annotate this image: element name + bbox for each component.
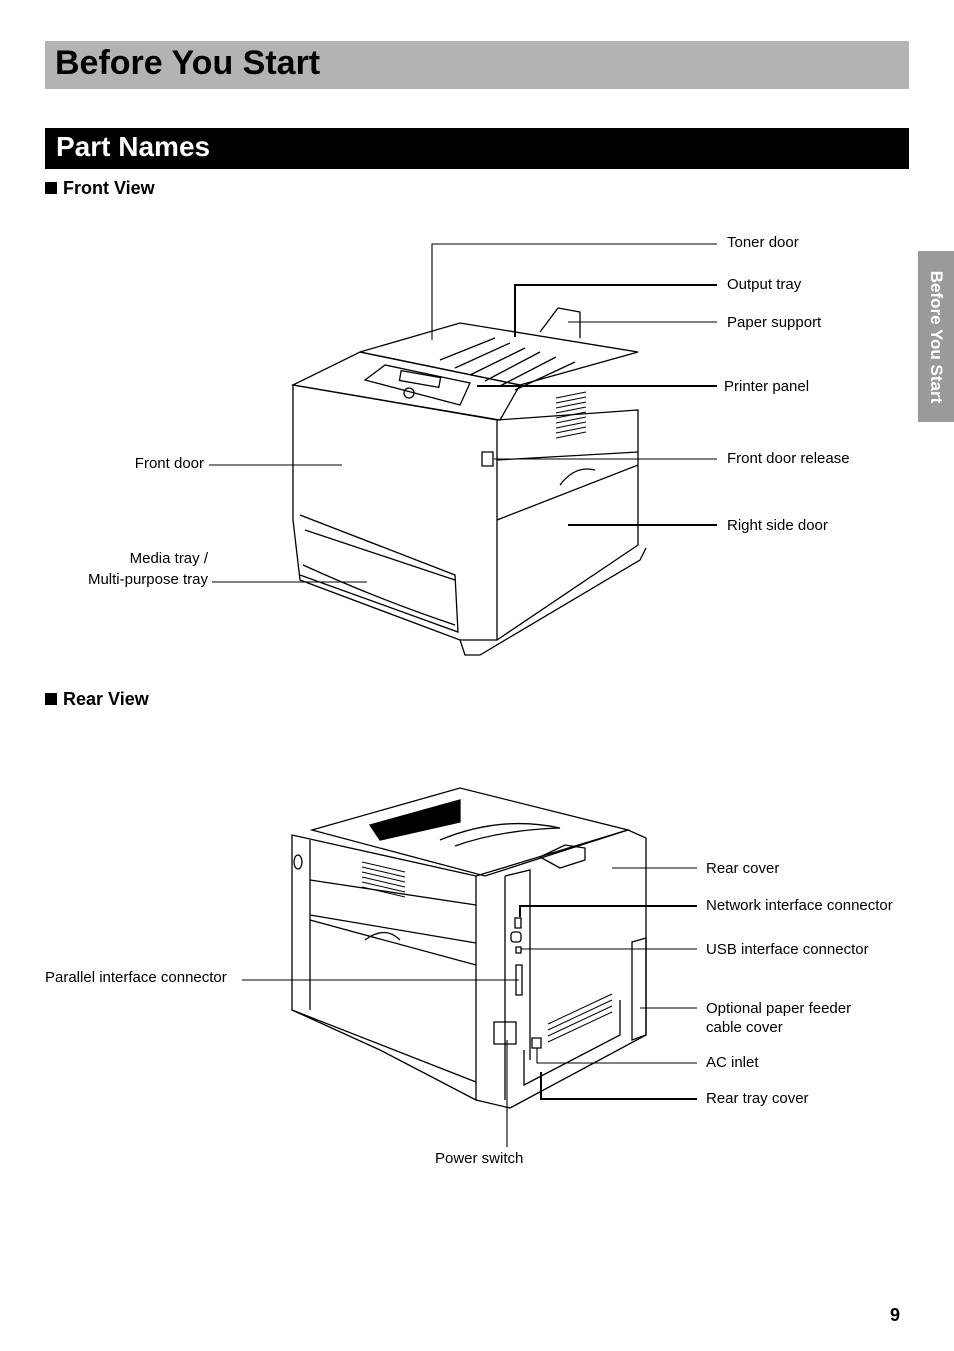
usb-interface-connector-label: USB interface connector: [706, 941, 869, 958]
rear-tray-cover-label: Rear tray cover: [706, 1090, 809, 1107]
square-bullet-icon: [45, 693, 57, 705]
rear-view-heading-text: Rear View: [63, 689, 149, 709]
square-bullet-icon: [45, 182, 57, 194]
rear-view-leader-lines: [242, 868, 697, 1147]
network-interface-connector-label: Network interface connector: [706, 897, 893, 914]
chapter-title-bar: Before You Start: [45, 41, 909, 89]
power-switch-label: Power switch: [435, 1150, 524, 1167]
optional-paper-feeder-label-line1: Optional paper feeder: [706, 1000, 852, 1017]
rear-cover-label: Rear cover: [706, 860, 780, 877]
output-tray-label: Output tray: [727, 276, 802, 293]
front-door-release-label: Front door release: [727, 450, 850, 467]
toner-door-label: Toner door: [727, 234, 799, 251]
front-view-printer-illustration: [293, 308, 646, 655]
front-view-leader-lines: [209, 244, 717, 582]
parallel-interface-connector-label: Parallel interface connector: [45, 969, 227, 986]
front-view-heading: Front View: [45, 177, 155, 199]
media-tray-label-line2: Multi-purpose tray: [87, 571, 208, 588]
media-tray-label-line1: Media tray /: [129, 550, 208, 567]
printer-panel-label: Printer panel: [724, 378, 810, 395]
rear-view-heading: Rear View: [45, 688, 149, 710]
section-title: Part Names: [56, 131, 211, 162]
section-title-bar: Part Names: [45, 128, 909, 169]
front-door-label: Front door: [134, 455, 204, 472]
optional-paper-feeder-label-line2: cable cover: [706, 1019, 783, 1036]
page-number: 9: [890, 1305, 901, 1325]
side-tab: Before You Start: [918, 251, 954, 422]
rear-view-printer-illustration: [292, 788, 646, 1108]
right-side-door-label: Right side door: [727, 517, 828, 534]
paper-support-label: Paper support: [727, 314, 822, 331]
ac-inlet-label: AC inlet: [706, 1054, 759, 1071]
front-view-heading-text: Front View: [63, 178, 155, 198]
chapter-title: Before You Start: [55, 44, 321, 82]
